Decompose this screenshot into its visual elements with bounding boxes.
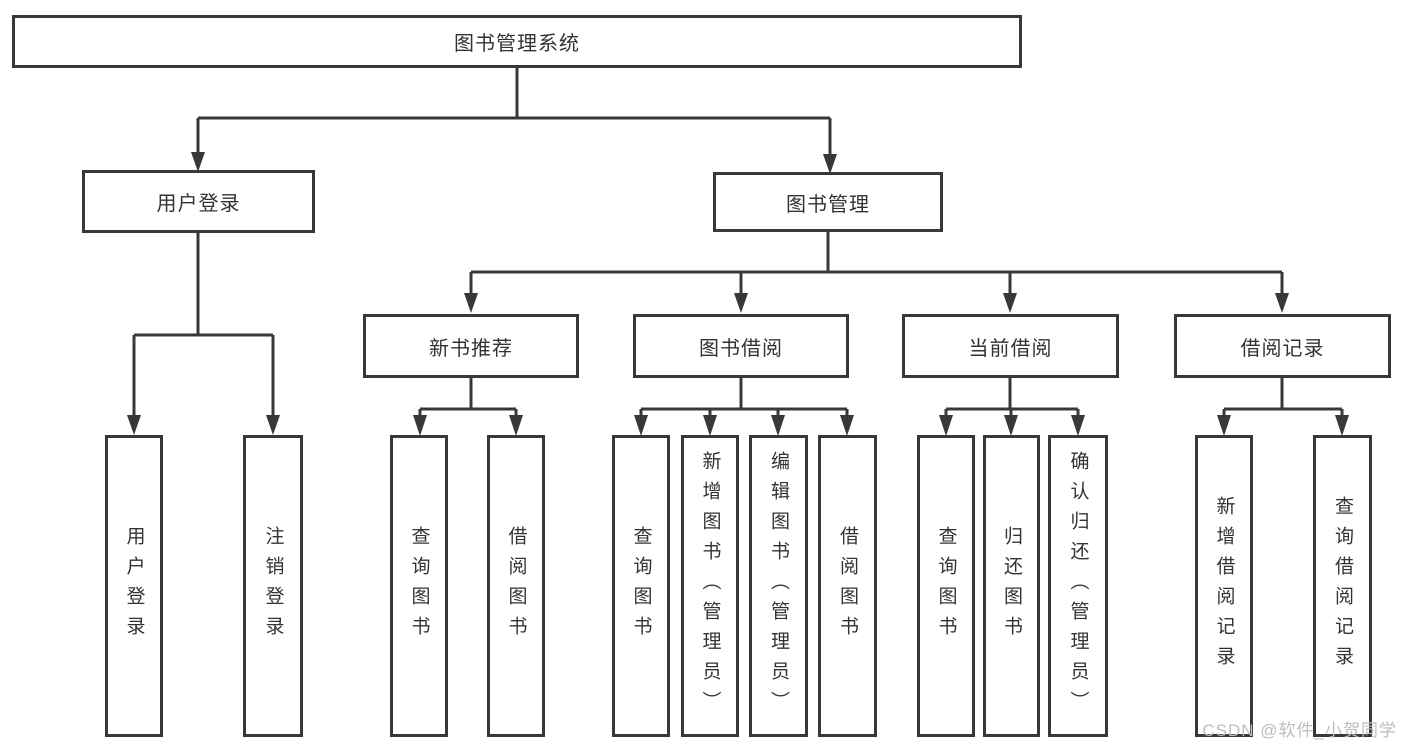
leaf-add-books-admin: 新增图书（管理员） [681, 435, 739, 737]
arrowhead [734, 293, 748, 313]
node-library-system: 图书管理系统 [12, 15, 1022, 68]
arrowhead [703, 415, 717, 436]
node-book-management: 图书管理 [713, 172, 943, 232]
connector-new-book [418, 378, 518, 416]
leaf-user-login: 用户登录 [105, 435, 163, 737]
arrowhead [1335, 415, 1349, 436]
node-label: 归还图书 [1001, 526, 1022, 646]
node-label: 新增图书（管理员） [699, 451, 721, 721]
arrowhead [266, 415, 280, 435]
connector-borrow-records [1222, 378, 1344, 416]
connector-book-management [469, 232, 1284, 294]
leaf-confirm-return-admin: 确认归还（管理员） [1048, 435, 1108, 737]
leaf-logout: 注销登录 [243, 435, 303, 737]
node-label: 图书管理 [786, 193, 870, 216]
arrowhead [1071, 415, 1085, 436]
arrowhead [1217, 415, 1231, 436]
node-label: 编辑图书（管理员） [768, 451, 789, 721]
arrowhead [191, 152, 205, 172]
arrowhead [1003, 293, 1017, 313]
arrowhead [634, 415, 648, 436]
node-label: 查询借阅记录 [1332, 496, 1353, 676]
node-user-login: 用户登录 [82, 170, 315, 233]
connector-root [196, 68, 832, 155]
leaf-query-borrow-record: 查询借阅记录 [1313, 435, 1372, 737]
arrowhead [1004, 415, 1018, 436]
node-new-book-recommend: 新书推荐 [363, 314, 579, 378]
node-label: 图书借阅 [699, 337, 783, 360]
connector-book-borrow [639, 378, 849, 416]
leaf-query-books-recommend: 查询图书 [390, 435, 448, 737]
arrowhead [840, 415, 854, 436]
csdn-watermark: CSDN @软件_小贺同学 [1202, 721, 1397, 740]
node-label: 用户登录 [123, 526, 145, 646]
node-label: 新书推荐 [429, 337, 513, 360]
node-label: 借阅图书 [505, 526, 527, 646]
connector-user-login [132, 233, 275, 416]
node-current-borrow: 当前借阅 [902, 314, 1119, 378]
node-label: 查询图书 [408, 526, 430, 646]
node-label: 当前借阅 [968, 337, 1053, 360]
node-label: 用户登录 [156, 193, 241, 215]
node-label: 查询图书 [935, 526, 957, 646]
node-label: 新增借阅记录 [1213, 496, 1235, 676]
arrowhead [1275, 293, 1289, 313]
arrowhead [413, 415, 427, 436]
arrowhead [939, 415, 953, 436]
connector-current-borrow [944, 378, 1080, 416]
arrowhead [127, 415, 141, 435]
leaf-return-books: 归还图书 [983, 435, 1040, 737]
node-label: 查询图书 [630, 526, 652, 646]
node-label: 注销登录 [262, 526, 284, 646]
node-label: 确认归还（管理员） [1067, 451, 1089, 721]
leaf-add-borrow-record: 新增借阅记录 [1195, 435, 1253, 737]
node-label: 借阅图书 [837, 526, 858, 646]
node-borrow-records: 借阅记录 [1174, 314, 1391, 378]
node-label: 借阅记录 [1240, 337, 1325, 360]
leaf-borrow-books-recommend: 借阅图书 [487, 435, 545, 737]
leaf-edit-books-admin: 编辑图书（管理员） [749, 435, 808, 737]
arrowhead [464, 293, 478, 313]
arrowhead [823, 154, 837, 174]
leaf-query-books-borrow: 查询图书 [612, 435, 670, 737]
arrowhead [509, 415, 523, 436]
node-label: 图书管理系统 [454, 33, 580, 55]
leaf-query-books-current: 查询图书 [917, 435, 975, 737]
arrowhead [771, 415, 785, 436]
node-book-borrow: 图书借阅 [633, 314, 849, 378]
leaf-borrow-books: 借阅图书 [818, 435, 877, 737]
